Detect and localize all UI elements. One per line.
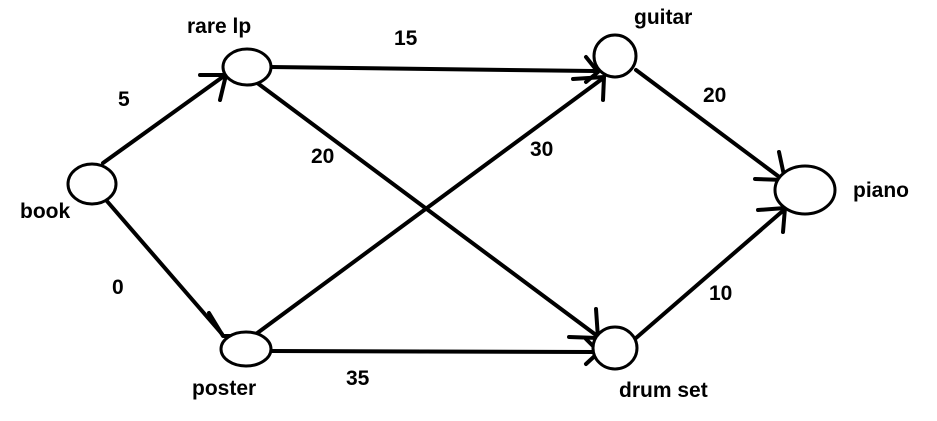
edge-poster-guitar [254,77,604,336]
weight-rare-lp-drum-set: 20 [311,145,334,168]
node-poster [219,330,273,368]
node-rare-lp [221,47,273,87]
node-book [66,162,118,206]
label-book: book [20,200,70,223]
edge-poster-drum-set [269,349,596,354]
weight-book-poster: 0 [112,276,124,299]
edges [101,65,787,354]
nodes [66,33,837,371]
weight-rare-lp-guitar: 15 [394,27,418,50]
label-poster: poster [192,377,256,400]
label-guitar: guitar [634,6,692,29]
weight-drum-set-piano: 10 [709,282,732,305]
edge-weights: 5 0 15 20 30 35 20 10 [112,27,732,390]
arrowhead-guitar-from-poster [571,75,606,102]
label-rare-lp: rare lp [187,15,251,38]
edge-guitar-piano [634,68,784,181]
node-guitar [592,33,638,79]
label-drum-set: drum set [619,379,708,402]
edge-book-poster [104,198,224,336]
arrowheads [198,55,787,366]
node-piano [773,164,837,216]
node-labels: book rare lp poster guitar drum set pian… [20,6,909,402]
node-drum-set [591,325,639,371]
weight-poster-guitar: 30 [530,138,553,161]
edge-rare-lp-guitar [268,65,596,73]
weight-book-rare-lp: 5 [118,88,130,111]
weight-guitar-piano: 20 [703,84,726,107]
label-piano: piano [853,179,909,202]
edge-book-rare-lp [101,74,226,165]
edge-drum-set-piano [634,207,787,340]
weight-poster-drum-set: 35 [346,367,370,390]
